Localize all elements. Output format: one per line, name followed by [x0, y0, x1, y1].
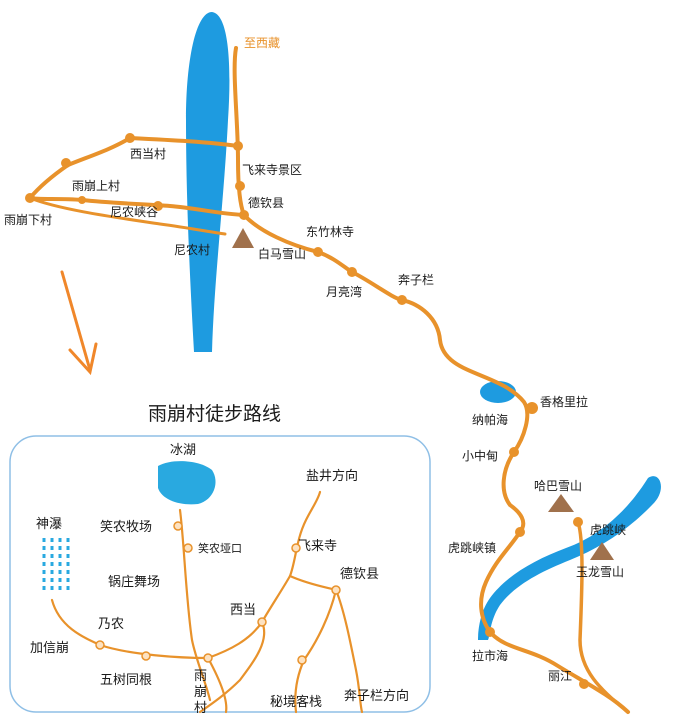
label-yulong: 玉龙雪山: [576, 565, 624, 579]
label-napahai: 纳帕海: [472, 412, 508, 427]
branch-lijiang-right: [576, 521, 630, 714]
inset-label-jiaxinbeng: 加信崩: [30, 641, 69, 656]
inset-label-feilai: 飞来寺: [298, 539, 337, 554]
waterfall-icon: [42, 538, 70, 592]
label-deqin: 德钦县: [248, 195, 284, 210]
inset-label-icelake: 冰湖: [170, 443, 196, 458]
label-lashihai: 拉市海: [472, 648, 508, 663]
icelake-shape: [158, 461, 216, 505]
label-yueliangwan: 月亮湾: [326, 284, 362, 299]
inset-label-xidang: 西当: [230, 603, 256, 618]
inset-nodes: [95, 521, 341, 665]
label-yubeng-lower: 雨崩下村: [4, 213, 52, 227]
haba-mountain-icon: [548, 494, 574, 512]
inset-label-wushu: 五树同根: [100, 673, 152, 688]
label-dongzhulin: 东竹林寺: [306, 225, 354, 239]
label-lijiang: 丽江: [548, 669, 572, 683]
lancang-river: [186, 12, 230, 352]
inset-label-naining: 乃农: [98, 617, 124, 632]
jinsha-river: [478, 476, 661, 640]
inset-label-yanjing: 盐井方向: [306, 468, 358, 484]
inset-panel: [9, 435, 431, 713]
inset-label-guozhuang: 锅庄舞场: [108, 574, 160, 590]
label-benzilan: 奔子栏: [398, 272, 434, 287]
label-ninong: 尼农村: [174, 243, 210, 257]
label-xidang: 西当村: [130, 147, 166, 161]
west-route-lower: [28, 196, 227, 236]
inset-routes: [50, 490, 364, 714]
label-shangrila: 香格里拉: [540, 394, 588, 409]
direction-arrow-icon: [60, 270, 98, 376]
label-baima: 白马雪山: [258, 246, 306, 261]
baima-mountain-icon: [232, 228, 254, 248]
inset-title: 雨崩村徒步路线: [148, 403, 281, 425]
inset-label-benzilan-dir: 奔子栏方向: [344, 688, 409, 704]
route-nodes: [25, 133, 589, 689]
label-haba: 哈巴雪山: [534, 479, 582, 493]
inset-label-shenpu: 神瀑: [36, 517, 62, 532]
label-xiaozhongdian: 小中甸: [462, 448, 498, 463]
label-ninong-gorge: 尼农峡谷: [110, 205, 158, 219]
label-feilai-scenic: 飞来寺景区: [242, 163, 302, 177]
inset-label-deqin: 德钦县: [340, 567, 379, 582]
label-yubeng-upper: 雨崩上村: [72, 179, 120, 193]
label-tiger-town: 虎跳峡镇: [448, 541, 496, 555]
inset-label-mijing: 秘境客栈: [270, 694, 322, 710]
inset-label-xiaonong-pass: 笑农垭口: [198, 541, 242, 555]
label-to-tibet: 至西藏: [244, 36, 280, 50]
inset-label-yubeng-village: 雨 崩 村: [194, 669, 211, 716]
label-tiger-gorge: 虎跳峡: [590, 523, 626, 537]
inset-label-xiaonong-camp: 笑农牧场: [100, 519, 152, 535]
yulong-mountain-icon: [590, 542, 614, 560]
